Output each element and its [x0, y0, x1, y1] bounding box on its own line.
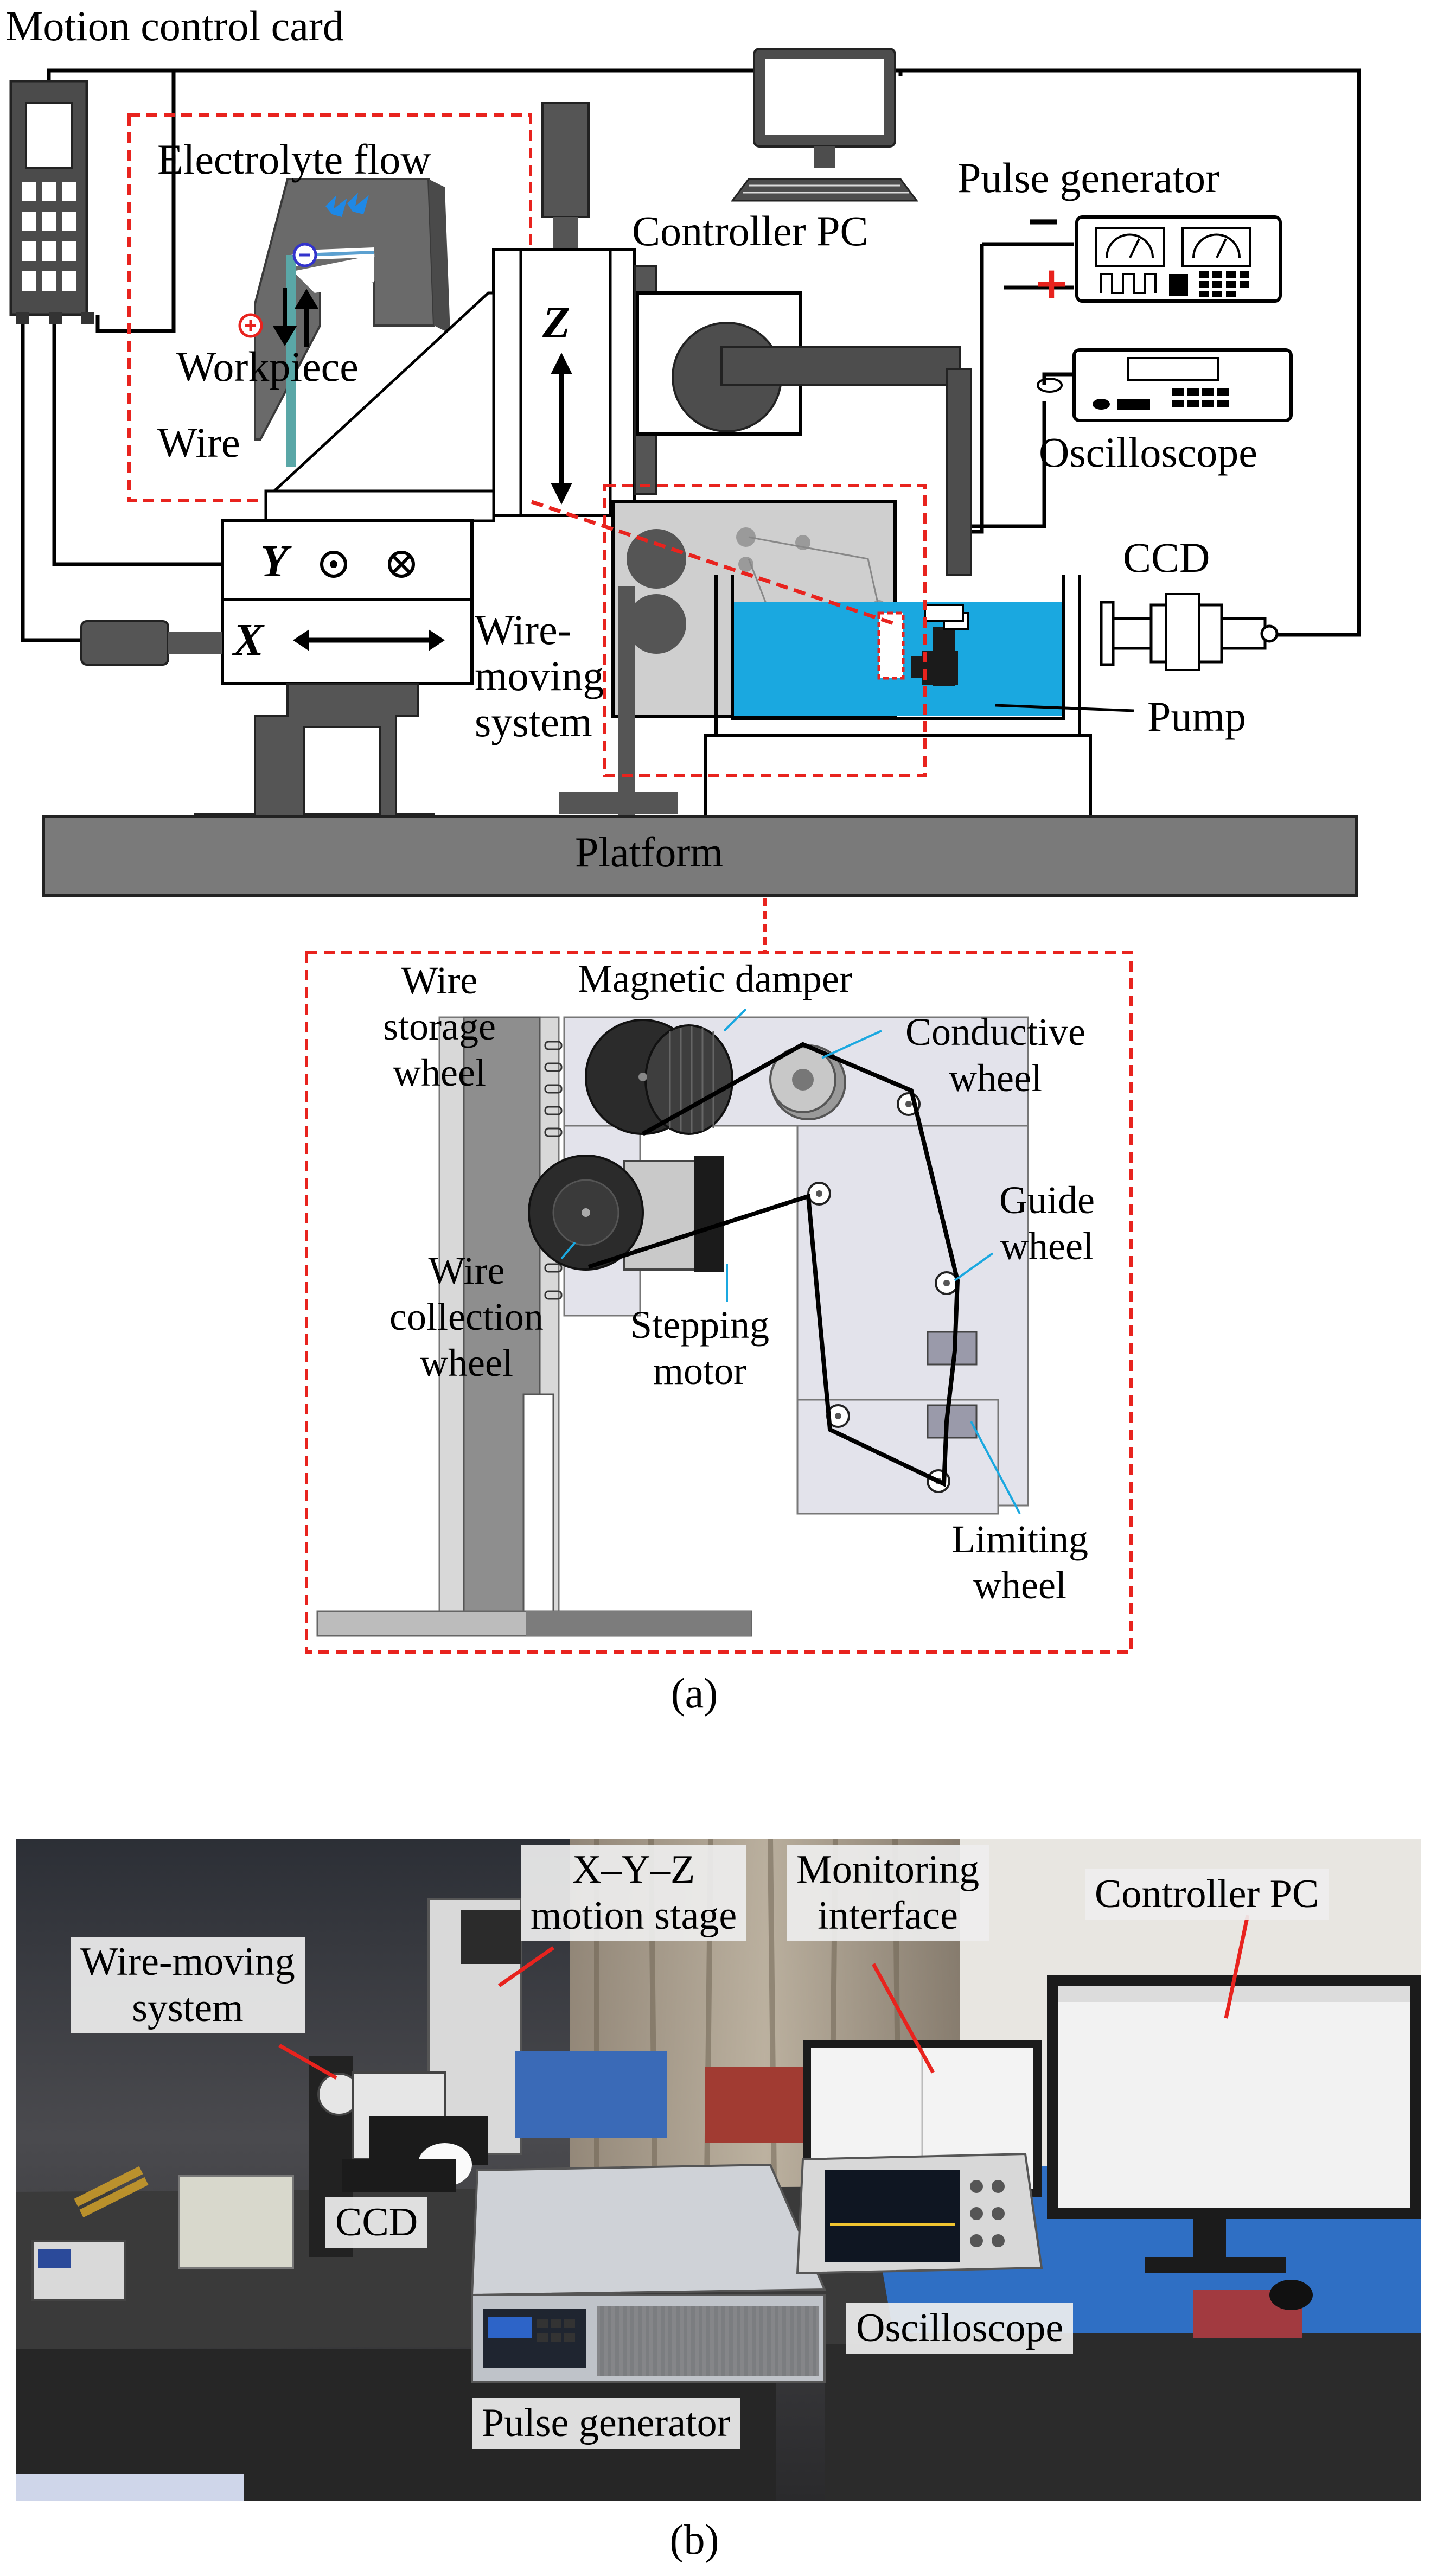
label-motion-control-card: Motion control card — [5, 2, 344, 49]
label-axis-y: Y — [260, 536, 289, 586]
minus-sign: − — [1025, 195, 1062, 246]
label-conductive-wheel-line1: Conductive — [905, 1010, 1085, 1054]
photo-label-xyz-stage: X–Y–Z motion stage — [521, 1845, 747, 1942]
label-wire: Wire — [157, 419, 240, 466]
label-limiting-wheel-line1: Limiting — [951, 1517, 1088, 1561]
label-wire-collection-wheel-line2: collection — [389, 1295, 544, 1338]
label-axis-x: X — [233, 615, 264, 665]
label-limiting-wheel-line2: wheel — [973, 1563, 1066, 1607]
photo-label-wire-moving-system: Wire-moving system — [71, 1937, 305, 2034]
xy-stage — [80, 291, 495, 826]
z-axis-column — [492, 102, 657, 517]
label-wire-storage-wheel-line3: wheel — [393, 1050, 486, 1094]
caption-b: (b) — [669, 2516, 719, 2563]
label-stepping-motor-line2: motor — [653, 1349, 746, 1393]
label-limiting-wheel: Limiting wheel — [938, 1516, 1101, 1609]
controller-pc-icon — [731, 48, 918, 202]
label-guide-wheel-line1: Guide — [999, 1178, 1095, 1222]
ccd-camera-icon — [1100, 593, 1279, 671]
photo-label-monitoring-interface-line1: Monitoring — [796, 1847, 980, 1892]
caption-a: (a) — [670, 1669, 718, 1717]
photo-label-monitoring-interface-line2: interface — [818, 1893, 958, 1939]
label-wire-moving-3: system — [475, 698, 592, 745]
label-axis-z: Z — [542, 297, 571, 348]
label-ccd: CCD — [1123, 534, 1210, 581]
photo-label-pulse-generator: Pulse generator — [472, 2398, 740, 2449]
label-magnetic-damper: Magnetic damper — [578, 957, 852, 1000]
label-wire-storage-wheel-line1: Wire — [401, 959, 478, 1002]
signal-wires — [21, 68, 1361, 642]
label-platform: Platform — [575, 828, 723, 876]
plus-sign: + — [1033, 258, 1070, 308]
label-wire-storage-wheel-line2: storage — [383, 1004, 496, 1048]
photo-label-xyz-stage-line1: X–Y–Z — [572, 1847, 695, 1892]
label-conductive-wheel-line2: wheel — [949, 1056, 1042, 1100]
label-guide-wheel-line2: wheel — [1000, 1224, 1094, 1268]
photo-label-wire-moving-system-line1: Wire-moving — [80, 1940, 295, 1984]
label-pump: Pump — [1147, 693, 1247, 740]
label-wire-moving-1: Wire- — [475, 606, 572, 653]
label-wire-collection-wheel: Wire collection wheel — [377, 1248, 556, 1386]
detail-selection-frame — [603, 484, 927, 777]
photo-label-xyz-stage-line2: motion stage — [531, 1893, 737, 1939]
label-workpiece: Workpiece — [176, 343, 359, 390]
label-electrolyte-flow: Electrolyte flow — [157, 136, 431, 183]
photo-label-monitoring-interface: Monitoring interface — [787, 1845, 989, 1942]
electrolyte-tank — [704, 575, 1092, 818]
label-pulse-generator: Pulse generator — [957, 154, 1220, 201]
label-wire-collection-wheel-line3: wheel — [420, 1341, 513, 1385]
photo-label-ccd: CCD — [325, 2197, 428, 2248]
pulse-generator-icon — [1075, 215, 1282, 303]
photo-label-controller-pc: Controller PC — [1085, 1869, 1329, 1920]
label-conductive-wheel: Conductive wheel — [876, 1009, 1115, 1101]
detail-frame — [305, 951, 1133, 1654]
platform — [42, 815, 1358, 897]
label-stepping-motor: Stepping motor — [610, 1302, 789, 1394]
label-wire-collection-wheel-line1: Wire — [428, 1249, 505, 1292]
label-stepping-motor-line1: Stepping — [630, 1303, 769, 1347]
label-controller-pc: Controller PC — [632, 207, 868, 254]
label-wire-moving-2: moving — [475, 652, 604, 699]
detail-drawing — [316, 1008, 1029, 1637]
oscilloscope-icon — [1037, 348, 1293, 422]
photo-label-wire-moving-system-line2: system — [132, 1986, 244, 2031]
label-guide-wheel: Guide wheel — [987, 1177, 1107, 1270]
label-wire-storage-wheel: Wire storage wheel — [380, 958, 499, 1096]
motion-control-card — [9, 80, 94, 324]
label-oscilloscope: Oscilloscope — [1039, 429, 1257, 476]
photo-label-oscilloscope: Oscilloscope — [846, 2303, 1074, 2354]
schematic-a — [9, 48, 1361, 1654]
